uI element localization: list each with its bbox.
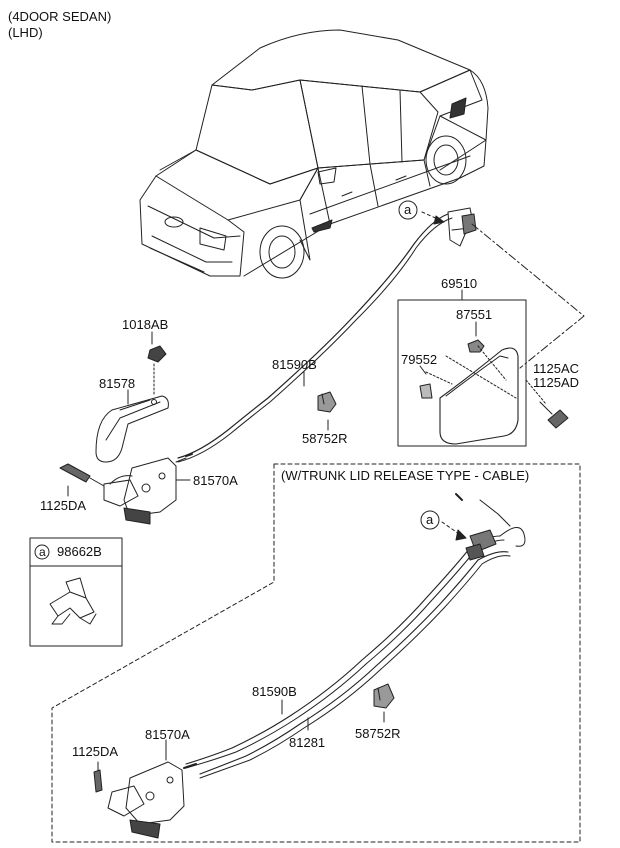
callout-marker: a [39, 545, 46, 559]
part-label-81590b-upper[interactable]: 81590B [272, 357, 317, 372]
trunk-section-title: (W/TRUNK LID RELEASE TYPE - CABLE) [281, 468, 530, 483]
marker-a-upper: a [404, 202, 412, 217]
trunk-section-outline [51, 463, 581, 843]
part-label-1018ab[interactable]: 1018AB [122, 317, 169, 332]
part-label-81570a-upper[interactable]: 81570A [193, 473, 238, 488]
marker-a-upper-circle [398, 200, 418, 220]
diagram-header-model: (4DOOR SEDAN) [8, 9, 112, 24]
car-illustration [139, 29, 489, 279]
marker-a-lower-circle [420, 510, 440, 530]
part-label-87551[interactable]: 87551 [456, 307, 493, 322]
callout-box [29, 537, 123, 647]
part-label-69510[interactable]: 69510 [441, 276, 478, 291]
marker-a-lower: a [426, 512, 434, 527]
part-label-58752r-upper[interactable]: 58752R [302, 431, 348, 446]
part-label-81281[interactable]: 81281 [289, 735, 326, 750]
cable-81590b-path [177, 213, 449, 459]
part-label-81578[interactable]: 81578 [99, 376, 136, 391]
part-label-1125da-upper[interactable]: 1125DA [40, 498, 87, 513]
callout-marker-circle [34, 544, 50, 560]
part-label-81570a-lower[interactable]: 81570A [145, 727, 190, 742]
part-label-58752r-lower[interactable]: 58752R [355, 726, 401, 741]
part-label-98662b[interactable]: 98662B [57, 544, 102, 559]
part-label-1125da-lower[interactable]: 1125DA [72, 744, 119, 759]
diagram-header-drive: (LHD) [8, 25, 43, 40]
part-label-81590b-lower[interactable]: 81590B [252, 684, 297, 699]
part-label-1125ad[interactable]: 1125AD [533, 375, 580, 390]
part-label-1125ac[interactable]: 1125AC [533, 361, 580, 376]
part-label-79552[interactable]: 79552 [401, 352, 438, 367]
